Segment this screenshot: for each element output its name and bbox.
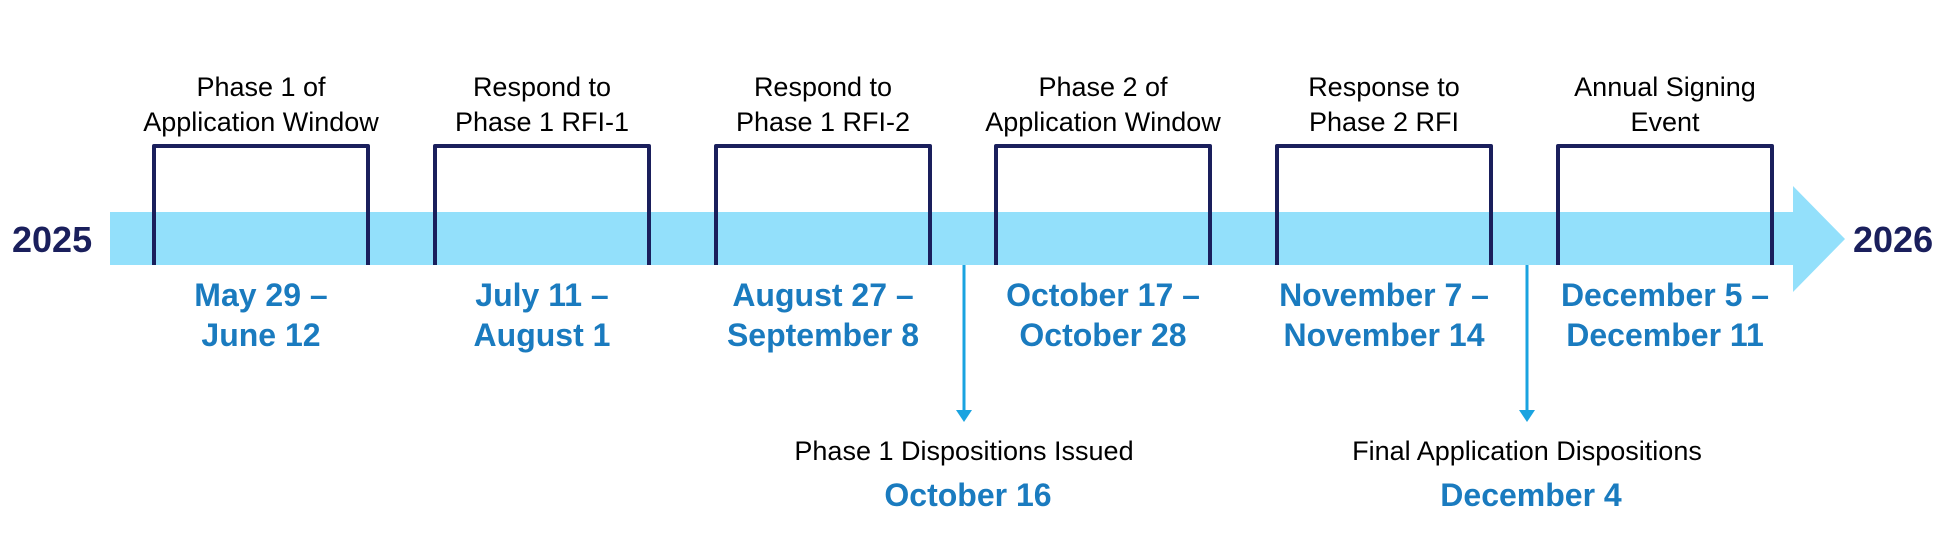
timeline-arrow [110,186,1845,292]
phase-dates: December 5 – December 11 [1560,277,1770,353]
phase-dates: May 29 – June 12 [194,277,328,353]
phase-bracket [994,144,1212,265]
phase-dates: November 7 – November 14 [1279,277,1489,353]
phase-title: Respond to Phase 1 RFI-2 [735,72,911,137]
phase-title: Phase 2 of Application Window [985,72,1221,137]
phase-dates: October 17 – October 28 [1006,277,1200,353]
milestone-date: October 16 [884,477,1052,513]
phase-dates: July 11 – August 1 [473,277,611,353]
phase-bracket [152,144,370,265]
phase-title: Respond to Phase 1 RFI-1 [454,72,630,137]
phase-bracket [714,144,932,265]
phase-title: Annual Signing Event [1574,72,1756,137]
milestone-label: Final Application Dispositions [1352,436,1702,466]
end-year-label: 2026 [1853,219,1934,260]
milestone-pointer-arrowhead [1519,410,1535,422]
milestone-date: December 4 [1440,477,1622,513]
phase-dates: August 27 – September 8 [726,277,920,353]
phase-title: Response to Phase 2 RFI [1308,72,1460,137]
phase-title: Phase 1 of Application Window [143,72,379,137]
milestone-pointer-arrowhead [956,410,972,422]
phase-bracket [433,144,651,265]
milestone-label: Phase 1 Dispositions Issued [794,436,1134,466]
start-year-label: 2025 [12,219,93,260]
phase-bracket [1275,144,1493,265]
phase-bracket [1556,144,1774,265]
